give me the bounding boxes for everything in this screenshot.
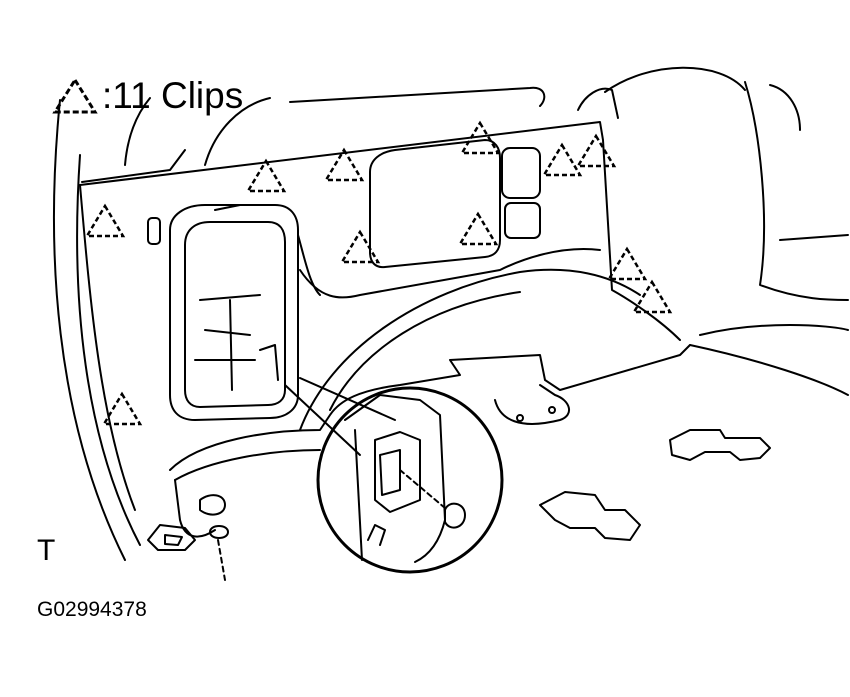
clip-marker-11 <box>631 279 673 314</box>
pillar-right <box>577 87 619 119</box>
dashed-triangle-clip-icon <box>52 77 98 114</box>
bracket-upper <box>199 494 226 516</box>
bolt-head <box>209 525 229 539</box>
light-lower <box>504 202 541 239</box>
window-opening <box>369 139 501 269</box>
clip-marker-8 <box>541 142 583 177</box>
detail-panel <box>344 394 446 563</box>
clip-markers <box>84 120 673 426</box>
body-outline-left <box>53 99 126 561</box>
roof-line-mid <box>204 97 271 166</box>
bracket-hole-2 <box>548 406 556 414</box>
lower-sill-2 <box>174 449 321 481</box>
light-upper <box>501 147 541 199</box>
panel-inner-fold <box>297 234 321 296</box>
floor-edge <box>689 344 849 396</box>
rear-glass-inner <box>769 84 801 131</box>
view-direction-letter: T <box>37 534 56 567</box>
detail-clip <box>444 502 466 529</box>
clip-marker-4 <box>323 147 365 182</box>
pillar-curve <box>604 66 746 93</box>
recess-outer <box>169 204 299 421</box>
clip-marker-6 <box>459 120 501 155</box>
clip-marker-2 <box>101 391 143 426</box>
lower-bracket-inner <box>164 534 183 546</box>
clip-marker-10 <box>606 246 648 281</box>
legend-label: :11 Clips <box>102 75 244 116</box>
bracket <box>494 384 570 425</box>
detail-circle <box>316 386 504 574</box>
floor-anchor-1 <box>669 429 771 461</box>
clip-marker-1 <box>84 203 126 238</box>
floor-anchor-2 <box>539 491 641 541</box>
detail-fold <box>367 524 386 546</box>
legend: :11 Clips <box>52 74 243 118</box>
detail-panel-2 <box>354 429 363 561</box>
clip-marker-5 <box>339 229 381 264</box>
wheel-arch <box>299 268 641 431</box>
bracket-hole-1 <box>516 414 524 422</box>
lower-bracket <box>147 524 196 551</box>
wheel-arch-inner <box>329 291 521 411</box>
floor-line-2 <box>699 324 849 336</box>
leader-line <box>284 384 361 456</box>
small-slot <box>147 217 161 245</box>
recess-details <box>194 204 279 391</box>
panel-top-inner <box>81 149 186 183</box>
roof-line <box>289 86 546 107</box>
window-frame <box>299 248 601 299</box>
detail-bracket <box>374 431 421 513</box>
leader-line-2 <box>299 377 396 421</box>
rear-glass-edge <box>744 81 849 301</box>
clip-marker-3 <box>245 158 287 193</box>
clip-marker-7 <box>457 211 499 246</box>
recess-inner <box>184 221 286 408</box>
body-outline-left-inner <box>76 154 141 546</box>
roof-line-left <box>124 97 151 166</box>
figure-code: G02994378 <box>37 598 147 621</box>
detail-dash <box>399 469 446 509</box>
lower-sill <box>169 344 691 471</box>
panel-left-edge <box>79 184 136 511</box>
clip-marker-9 <box>575 133 617 168</box>
detail-bracket-inner <box>379 449 401 496</box>
rear-frame <box>779 234 849 241</box>
bolt-dash <box>217 539 226 581</box>
panel-top-edge <box>79 121 681 341</box>
